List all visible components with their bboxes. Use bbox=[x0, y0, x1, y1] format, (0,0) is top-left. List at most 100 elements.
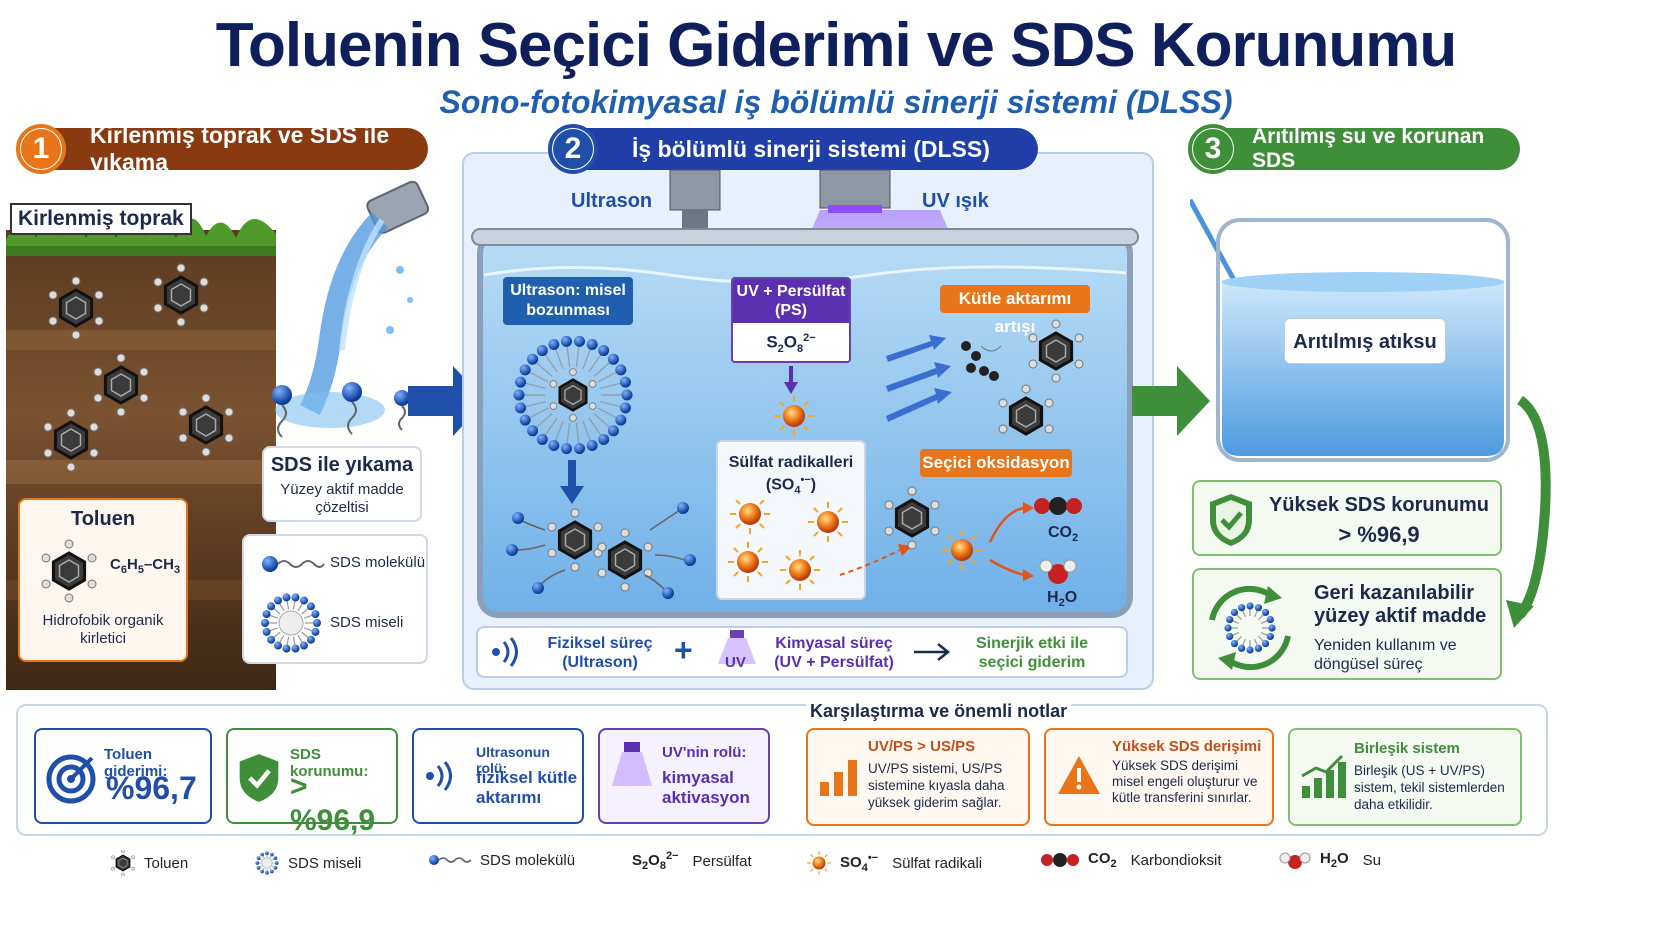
recovery-desc: Yeniden kullanım ve döngüsel süreç bbox=[1314, 637, 1457, 673]
metric-sds-protection: SDS korunumu: > %96,9 bbox=[226, 728, 398, 837]
note-uvps-title: UV/PS > US/PS bbox=[868, 738, 976, 755]
uv-lamp-icon bbox=[612, 742, 652, 786]
sds-wash-title: SDS ile yıkama bbox=[270, 454, 414, 476]
legend-persulfate: S2O82− Persülfat bbox=[632, 850, 752, 872]
sds-molecules-wash bbox=[272, 382, 410, 438]
plus-sign: + bbox=[674, 632, 693, 668]
mass-transfer-label: Kütle aktarımı artışı bbox=[940, 285, 1090, 336]
arrow-step2-to-step3 bbox=[1132, 366, 1210, 436]
metric-toluene-label: Toluen giderimi: bbox=[104, 746, 168, 780]
recovery-card: Geri kazanılabilir yüzey aktif madde Yen… bbox=[1192, 568, 1502, 680]
note-combined-title: Birleşik sistem bbox=[1354, 740, 1460, 757]
mass-transfer-arrows bbox=[886, 318, 1085, 436]
selective-oxidation-label: Seçici oksidasyon bbox=[920, 449, 1072, 477]
sds-molecule-label: SDS molekülü bbox=[330, 554, 426, 571]
uv-ps-label: UV + Persülfat (PS) bbox=[733, 279, 849, 323]
metric-toluene-removal: Toluen giderimi: %96,7 bbox=[34, 728, 212, 824]
return-arrow-right bbox=[1506, 395, 1551, 628]
shield-check-icon bbox=[1210, 494, 1252, 546]
benzene-icon bbox=[110, 850, 136, 876]
h2o-molecule-icon bbox=[1279, 852, 1311, 869]
shield-check-icon bbox=[239, 754, 279, 802]
metric-uv-role: UV'nin rolü: kimyasal aktivasyon bbox=[598, 728, 770, 824]
ultrasound-wave-icon bbox=[426, 761, 452, 791]
treated-water-label: Arıtılmış atıksu bbox=[1284, 318, 1446, 364]
sds-protection-title: Yüksek SDS korunumu bbox=[1268, 494, 1490, 516]
co2-molecule-icon bbox=[1041, 853, 1079, 867]
down-arrow-micelle bbox=[560, 460, 584, 504]
recycle-micelle-icon bbox=[1209, 585, 1291, 671]
warning-icon bbox=[1058, 756, 1100, 794]
sds-micelle-label: SDS miseli bbox=[330, 614, 404, 631]
synergy-label: Sinerjik etki ile seçici giderim bbox=[975, 635, 1089, 671]
step1-header: 1 Kirlenmiş toprak ve SDS ile yıkama bbox=[16, 122, 428, 175]
step2-header: 2 İş bölümlü sinerji sistemi (DLSS) bbox=[548, 124, 1038, 174]
soil-toluene-molecules bbox=[42, 262, 235, 473]
radical-icon bbox=[806, 850, 832, 876]
note-uvps-vs-usps: UV/PS > US/PS UV/PS sistemi, US/PS siste… bbox=[806, 728, 1030, 826]
toluene-in-micelle-illustration bbox=[513, 335, 633, 455]
metric-uv-label: UV'nin rolü: bbox=[662, 744, 747, 761]
uv-icon-text: UV bbox=[725, 654, 746, 671]
step3-number-badge: 3 bbox=[1188, 124, 1238, 174]
radical-icon-top bbox=[773, 395, 815, 437]
soil-tag: Kirlenmiş toprak bbox=[10, 203, 192, 235]
sds-protection-value: > %96,9 bbox=[1338, 522, 1420, 547]
sds-molecule-icon bbox=[262, 556, 325, 572]
broken-micelle-illustration bbox=[506, 502, 696, 599]
metric-uv-value: kimyasal aktivasyon bbox=[662, 768, 750, 807]
sds-wash-card: SDS ile yıkama Yüzey aktif madde çözelti… bbox=[262, 446, 422, 522]
toluene-structure-icon bbox=[40, 538, 98, 604]
step1-header-text: Kirlenmiş toprak ve SDS ile yıkama bbox=[90, 122, 390, 175]
legend-toluene: Toluen bbox=[110, 850, 188, 876]
h2o-label: H2O bbox=[1047, 589, 1078, 610]
note-high-sds: Yüksek SDS derişimi Yüksek SDS derişimi … bbox=[1044, 728, 1274, 826]
metric-toluene-value: %96,7 bbox=[106, 770, 197, 806]
oxidation-pathway bbox=[839, 485, 1082, 584]
note-uvps-text: UV/PS sistemi, US/PS sistemine kıyasla d… bbox=[868, 761, 1005, 810]
toluene-desc: Hidrofobik organik kirletici bbox=[42, 612, 164, 647]
sulfate-radical-box: Sülfat radikalleri (SO4•−) bbox=[716, 440, 866, 600]
target-icon bbox=[46, 754, 96, 804]
process-summary-bar bbox=[476, 626, 1128, 678]
sulfate-radical-formula: (SO4•−) bbox=[765, 474, 817, 497]
legend-co2: CO2 Karbondioksit bbox=[1040, 850, 1222, 870]
note-high-sds-text: Yüksek SDS derişimi misel engeli oluştur… bbox=[1112, 758, 1258, 805]
step3-header: 3 Arıtılmış su ve korunan SDS bbox=[1188, 124, 1520, 174]
page-title: Toluenin Seçici Giderimi ve SDS Korunumu bbox=[215, 11, 1457, 80]
pipe-water-illustration bbox=[275, 180, 430, 428]
legend-bar: Toluen SDS miseli SDS molekülü S2O82− Pe… bbox=[110, 850, 1410, 876]
physical-process-label: Fiziksel süreç(Ultrason) bbox=[547, 635, 653, 671]
metric-ultrasound-label: Ultrasonun rolü: bbox=[476, 744, 550, 776]
metric-ultrasound-role: Ultrasonun rolü: fiziksel kütle aktarımı bbox=[412, 728, 584, 824]
note-high-sds-title: Yüksek SDS derişimi bbox=[1112, 738, 1262, 755]
uv-ps-label-box: UV + Persülfat (PS) S2O82− bbox=[731, 277, 851, 363]
uv-light-label: UV ışık bbox=[922, 190, 989, 212]
legend-micelle: SDS miseli bbox=[254, 850, 361, 876]
metric-ultrasound-value: fiziksel kütle aktarımı bbox=[476, 768, 578, 807]
micelle-icon bbox=[255, 851, 279, 875]
metric-sds-label: SDS korunumu: bbox=[290, 746, 369, 780]
reactor-illustration bbox=[471, 169, 1139, 618]
co2-label: CO2 bbox=[1048, 524, 1079, 545]
note-combined-text: Birleşik (US + UV/PS) sistem, tekil sist… bbox=[1354, 763, 1505, 812]
step2-header-text: İş bölümlü sinerji sistemi (DLSS) bbox=[632, 135, 990, 162]
metric-sds-value: > %96,9 bbox=[290, 770, 376, 837]
note-combined-system: Birleşik sistem Birleşik (US + UV/PS) si… bbox=[1288, 728, 1522, 826]
step1-number-badge: 1 bbox=[16, 124, 66, 174]
toluene-card: Toluen C6H5–CH3 Hidrofobik organik kirle… bbox=[18, 498, 188, 662]
arrow-right-icon bbox=[914, 643, 951, 661]
growth-chart-icon bbox=[1301, 754, 1346, 798]
step2-number-badge: 2 bbox=[548, 124, 598, 174]
toluene-title: Toluen bbox=[70, 508, 136, 530]
notes-heading: Karşılaştırma ve önemli notlar bbox=[806, 701, 1072, 722]
bar-chart-icon bbox=[820, 760, 857, 796]
legend-ps-formula: S2O82− bbox=[632, 850, 679, 872]
ultrasound-micelle-breakdown-label: Ultrason: misel bozunması bbox=[503, 277, 633, 325]
sds-molecule-icon bbox=[429, 855, 472, 865]
down-arrow-ps bbox=[784, 366, 798, 394]
recovery-title: Geri kazanılabilir yüzey aktif madde bbox=[1314, 582, 1487, 627]
ultrasound-wave-icon bbox=[492, 637, 518, 667]
sds-wash-desc: Yüzey aktif madde çözeltisi bbox=[280, 481, 404, 516]
sds-protection-card: Yüksek SDS korunumu > %96,9 bbox=[1192, 480, 1502, 556]
